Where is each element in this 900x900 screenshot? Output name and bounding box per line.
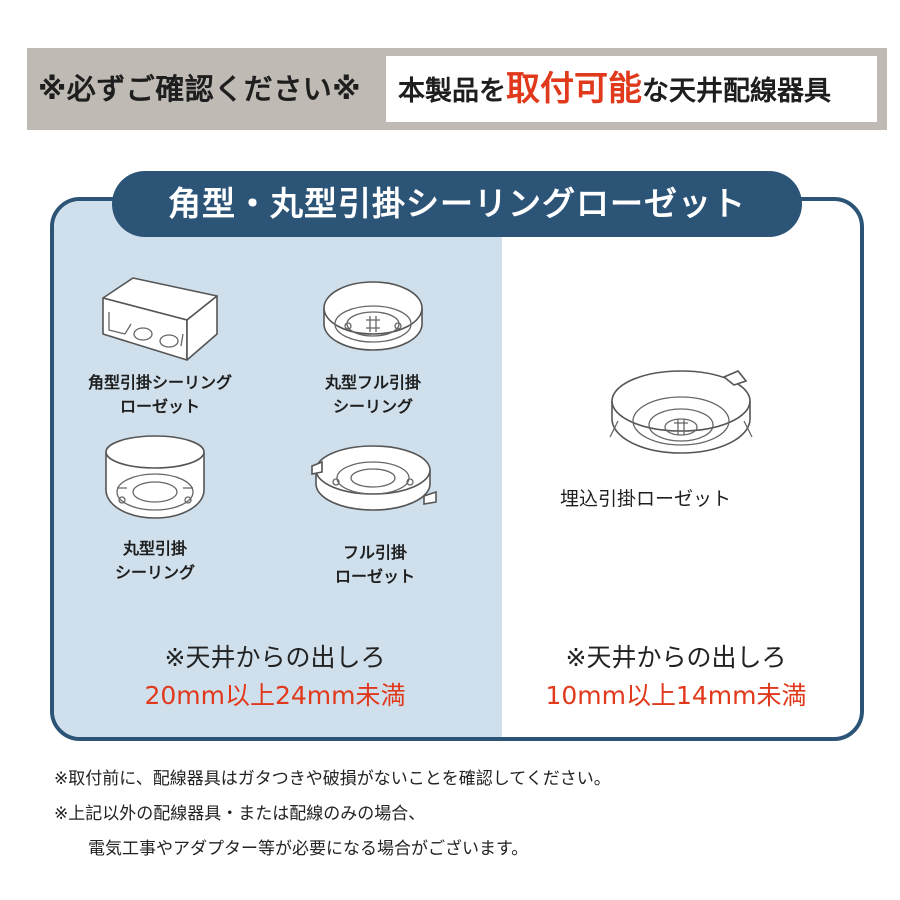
embedded-rosette-label: 埋込引掛ローゼット <box>560 488 732 510</box>
full-rosette-icon <box>311 445 437 511</box>
left-note-head: ※天井からの出しろ <box>164 643 386 672</box>
item-label-line1: 丸型フル引掛 <box>324 373 421 392</box>
section-title: 角型・丸型引掛シーリングローゼット <box>112 171 802 237</box>
embedded-rosette-icon <box>609 370 753 454</box>
right-note-range: 10mm以上14mm未満 <box>545 681 807 710</box>
item-label-line1: 丸型引掛 <box>122 539 187 558</box>
banner-headline-post: な天井配線器具 <box>642 76 831 107</box>
banner-headline: 本製品を取付可能な天井配線器具 <box>398 56 831 122</box>
square-ceiling-rosette-icon <box>102 277 218 361</box>
item-label-line2: シーリング <box>114 563 195 582</box>
item-label-square-rosette: 角型引掛シーリング ローゼット <box>70 371 250 419</box>
footnote-1: ※取付前に、配線器具はガタつきや破損がないことを確認してください。 <box>54 769 611 789</box>
item-label-round-full-ceiling: 丸型フル引掛 シーリング <box>288 371 458 419</box>
item-label-line2: ローゼット <box>334 567 415 586</box>
footnote-2: ※上記以外の配線器具・または配線のみの場合、 <box>54 804 426 824</box>
item-label-full-rosette: フル引掛 ローゼット <box>290 541 460 589</box>
confirmation-banner: ※必ずご確認ください※ 本製品を取付可能な天井配線器具 <box>27 48 887 130</box>
banner-headline-highlight: 取付可能 <box>506 69 642 109</box>
banner-headline-box: 本製品を取付可能な天井配線器具 <box>386 56 877 122</box>
banner-notice: ※必ずご確認ください※ <box>38 72 361 106</box>
right-note-head: ※天井からの出しろ <box>565 643 787 672</box>
item-label-line1: 角型引掛シーリング <box>87 373 232 392</box>
left-note-range: 20mm以上24mm未満 <box>144 681 406 710</box>
round-ceiling-icon <box>105 435 205 519</box>
item-label-line1: フル引掛 <box>342 543 407 562</box>
footnote-3: 電気工事やアダプター等が必要になる場合がございます。 <box>88 839 529 859</box>
banner-headline-pre: 本製品を <box>398 76 506 107</box>
item-label-line2: シーリング <box>332 397 413 416</box>
item-label-round-ceiling: 丸型引掛 シーリング <box>70 537 240 585</box>
round-full-ceiling-icon <box>323 281 423 351</box>
item-label-line2: ローゼット <box>119 397 200 416</box>
